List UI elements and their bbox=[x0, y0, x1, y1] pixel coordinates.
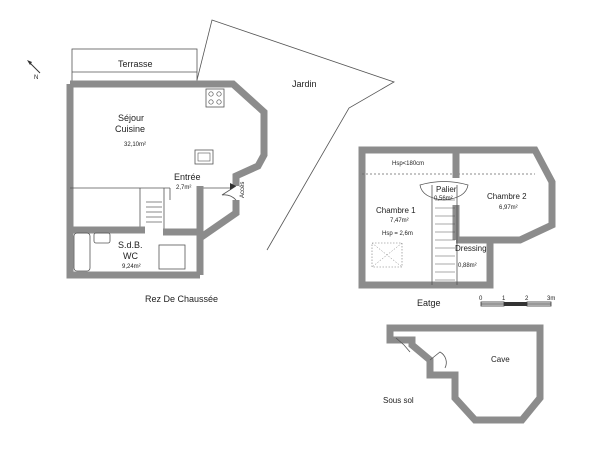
access-label: Accès bbox=[240, 182, 246, 198]
entry-door-icon bbox=[221, 185, 237, 201]
bath-area: 9,24m² bbox=[122, 264, 141, 270]
living-name-line2: Cuisine bbox=[115, 124, 145, 134]
ground-floor-plan: Terrasse Jardin Séjour Cuisine 32,10m² E… bbox=[66, 19, 395, 304]
cooktop-icon bbox=[205, 88, 225, 108]
scale-tick-2: 2 bbox=[525, 296, 529, 302]
access-arrow-icon bbox=[230, 183, 236, 190]
stairs-icon bbox=[146, 201, 162, 223]
entry-area: 2,7m² bbox=[176, 185, 191, 191]
scale-tick-0: 0 bbox=[479, 296, 483, 302]
landing-label: Palier bbox=[436, 185, 457, 194]
landing-area: 0,56m² bbox=[434, 196, 453, 202]
washbasin-icon bbox=[93, 232, 111, 244]
scale-bar: 0 1 2 3m bbox=[479, 296, 555, 307]
upper-stairs-icon bbox=[435, 199, 455, 281]
bed-icon bbox=[371, 242, 403, 268]
bath-name-line2: WC bbox=[123, 251, 138, 261]
north-label: N bbox=[34, 75, 38, 81]
living-name-line1: Séjour bbox=[118, 113, 144, 123]
shower-icon bbox=[158, 244, 186, 270]
basement-door-icon bbox=[429, 351, 447, 369]
basement-walls bbox=[386, 324, 544, 424]
ground-floor-caption: Rez De Chaussée bbox=[145, 294, 218, 304]
dressing-area: 0,88m² bbox=[458, 263, 477, 269]
scale-tick-3: 3m bbox=[547, 296, 555, 302]
garden-outline bbox=[196, 19, 395, 251]
upper-floor-plan: Hsp<180cm Palier 0,56m² Chambre 1 7,47m²… bbox=[358, 146, 556, 308]
landing-curve bbox=[419, 181, 469, 201]
basement-plan: Cave Sous sol bbox=[383, 324, 544, 424]
bedroom2-area: 6,97m² bbox=[499, 205, 518, 211]
north-arrow-icon: N bbox=[27, 60, 41, 81]
bath-name-line1: S.d.B. bbox=[118, 240, 143, 250]
scale-tick-1: 1 bbox=[502, 296, 506, 302]
sink-icon bbox=[194, 149, 214, 165]
entry-label: Entrée bbox=[174, 172, 201, 182]
bedroom1-area: 7,47m² bbox=[390, 218, 409, 224]
dressing-label: Dressing bbox=[455, 244, 487, 253]
garden-label: Jardin bbox=[292, 79, 317, 89]
upper-floor-caption: Eatge bbox=[417, 298, 441, 308]
terrace-label: Terrasse bbox=[118, 59, 153, 69]
ground-floor-walls bbox=[66, 80, 268, 279]
bedroom1-label: Chambre 1 bbox=[376, 206, 416, 215]
living-area: 32,10m² bbox=[124, 142, 146, 148]
height-note: Hsp<180cm bbox=[392, 161, 424, 167]
upper-floor-walls bbox=[358, 146, 556, 289]
basement-caption: Sous sol bbox=[383, 396, 414, 405]
bathtub-icon bbox=[73, 232, 91, 272]
cave-label: Cave bbox=[491, 355, 510, 364]
bedroom1-height: Hsp = 2,6m bbox=[382, 231, 413, 237]
bedroom2-label: Chambre 2 bbox=[487, 192, 527, 201]
